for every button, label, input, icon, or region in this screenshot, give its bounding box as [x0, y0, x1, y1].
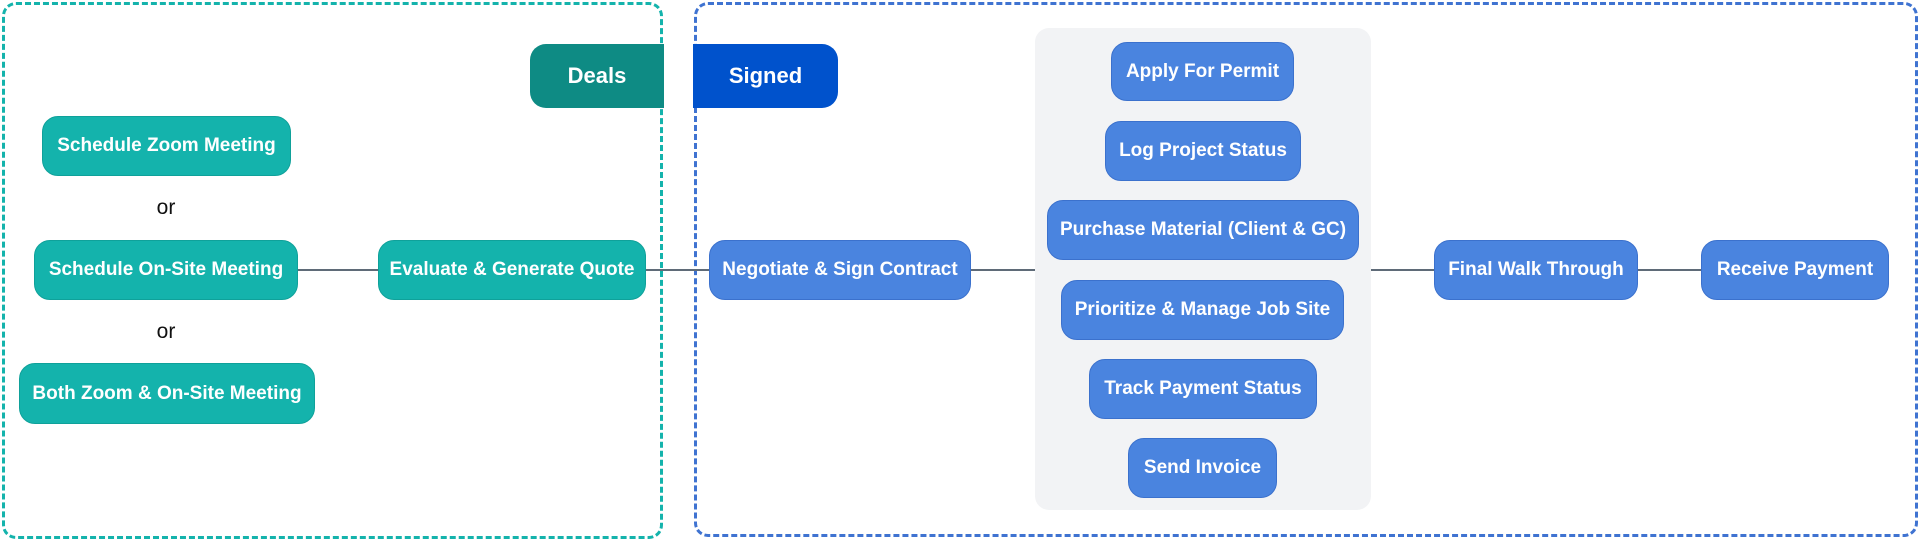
connector-contract-to-panel	[970, 269, 1035, 271]
deals-tab[interactable]: Deals	[530, 44, 664, 108]
send-invoice-node[interactable]: Send Invoice	[1128, 438, 1277, 498]
apply-for-permit-node[interactable]: Apply For Permit	[1111, 42, 1294, 101]
or-label: or	[156, 320, 176, 343]
negotiate-sign-contract-node[interactable]: Negotiate & Sign Contract	[709, 240, 971, 300]
connector-onsite-to-quote	[297, 269, 379, 271]
prioritize-manage-job-site-node[interactable]: Prioritize & Manage Job Site	[1061, 280, 1344, 340]
both-zoom-onsite-meeting-node[interactable]: Both Zoom & On-Site Meeting	[19, 363, 315, 424]
signed-tab[interactable]: Signed	[693, 44, 838, 108]
connector-panel-to-walkthrough	[1371, 269, 1435, 271]
connector-walkthrough-to-payment	[1637, 269, 1702, 271]
or-label: or	[156, 196, 176, 219]
track-payment-status-node[interactable]: Track Payment Status	[1089, 359, 1317, 419]
evaluate-generate-quote-node[interactable]: Evaluate & Generate Quote	[378, 240, 646, 300]
final-walk-through-node[interactable]: Final Walk Through	[1434, 240, 1638, 300]
log-project-status-node[interactable]: Log Project Status	[1105, 121, 1301, 181]
receive-payment-node[interactable]: Receive Payment	[1701, 240, 1889, 300]
purchase-material-node[interactable]: Purchase Material (Client & GC)	[1047, 200, 1359, 260]
connector-quote-to-contract	[645, 269, 710, 271]
schedule-onsite-meeting-node[interactable]: Schedule On-Site Meeting	[34, 240, 298, 300]
parallel-tasks-panel	[1035, 28, 1371, 510]
schedule-zoom-meeting-node[interactable]: Schedule Zoom Meeting	[42, 116, 291, 176]
